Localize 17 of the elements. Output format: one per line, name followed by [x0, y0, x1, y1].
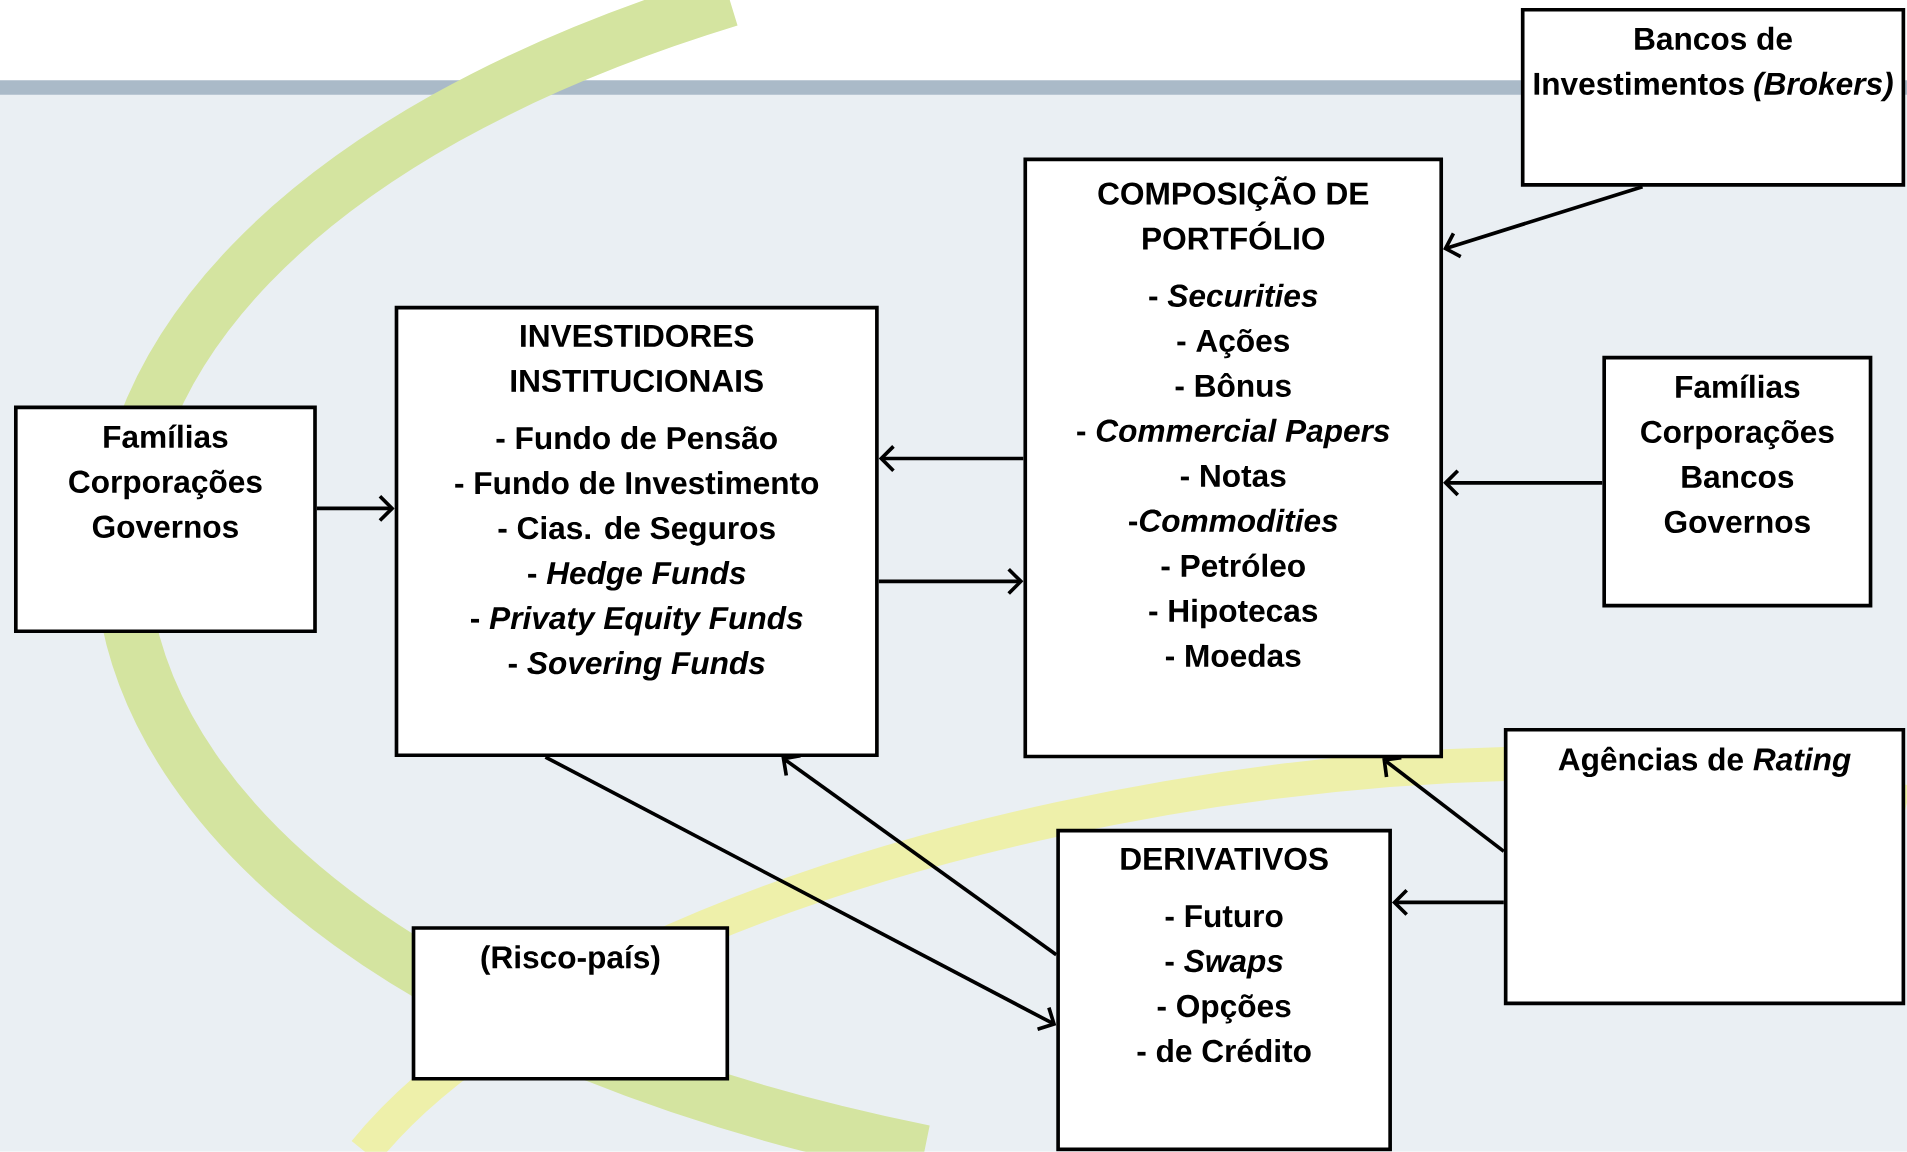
- text-box: DERIVATIVOS - Futuro - Swaps - Opções - de Crédito: [1056, 828, 1392, 1152]
- text-box: INVESTIDORES INSTITUCIONAIS - Fundo de Pensão - Fundo de Investimento - Cias. de Seguros - Hedge Funds - Privaty Equity Funds - Sovering Funds: [394, 306, 879, 758]
- text-box: Famílias Corporações Governos: [14, 405, 317, 634]
- text-box: Bancos de Investimentos (Brokers): [1520, 8, 1906, 187]
- arrow: [544, 755, 1057, 1032]
- arrow: [781, 754, 1058, 957]
- text-box: Agências de Rating: [1503, 728, 1906, 1006]
- arrow: [1391, 889, 1504, 916]
- text-box: (Risco-país): [411, 926, 730, 1081]
- arrow: [878, 445, 1024, 473]
- arrow: [1382, 755, 1505, 853]
- arrow: [1443, 469, 1603, 497]
- arrow: [878, 568, 1024, 595]
- text-box: COMPOSIÇÃO DE PORTFÓLIO - Securities - Ações - Bônus - Commercial Papers - Notas -Commodities - Petróleo - Hipotecas - Moedas: [1023, 157, 1444, 759]
- arrow: [1443, 185, 1644, 259]
- arrow: [316, 495, 395, 522]
- text-box: Famílias Corporações Bancos Governos: [1602, 355, 1873, 608]
